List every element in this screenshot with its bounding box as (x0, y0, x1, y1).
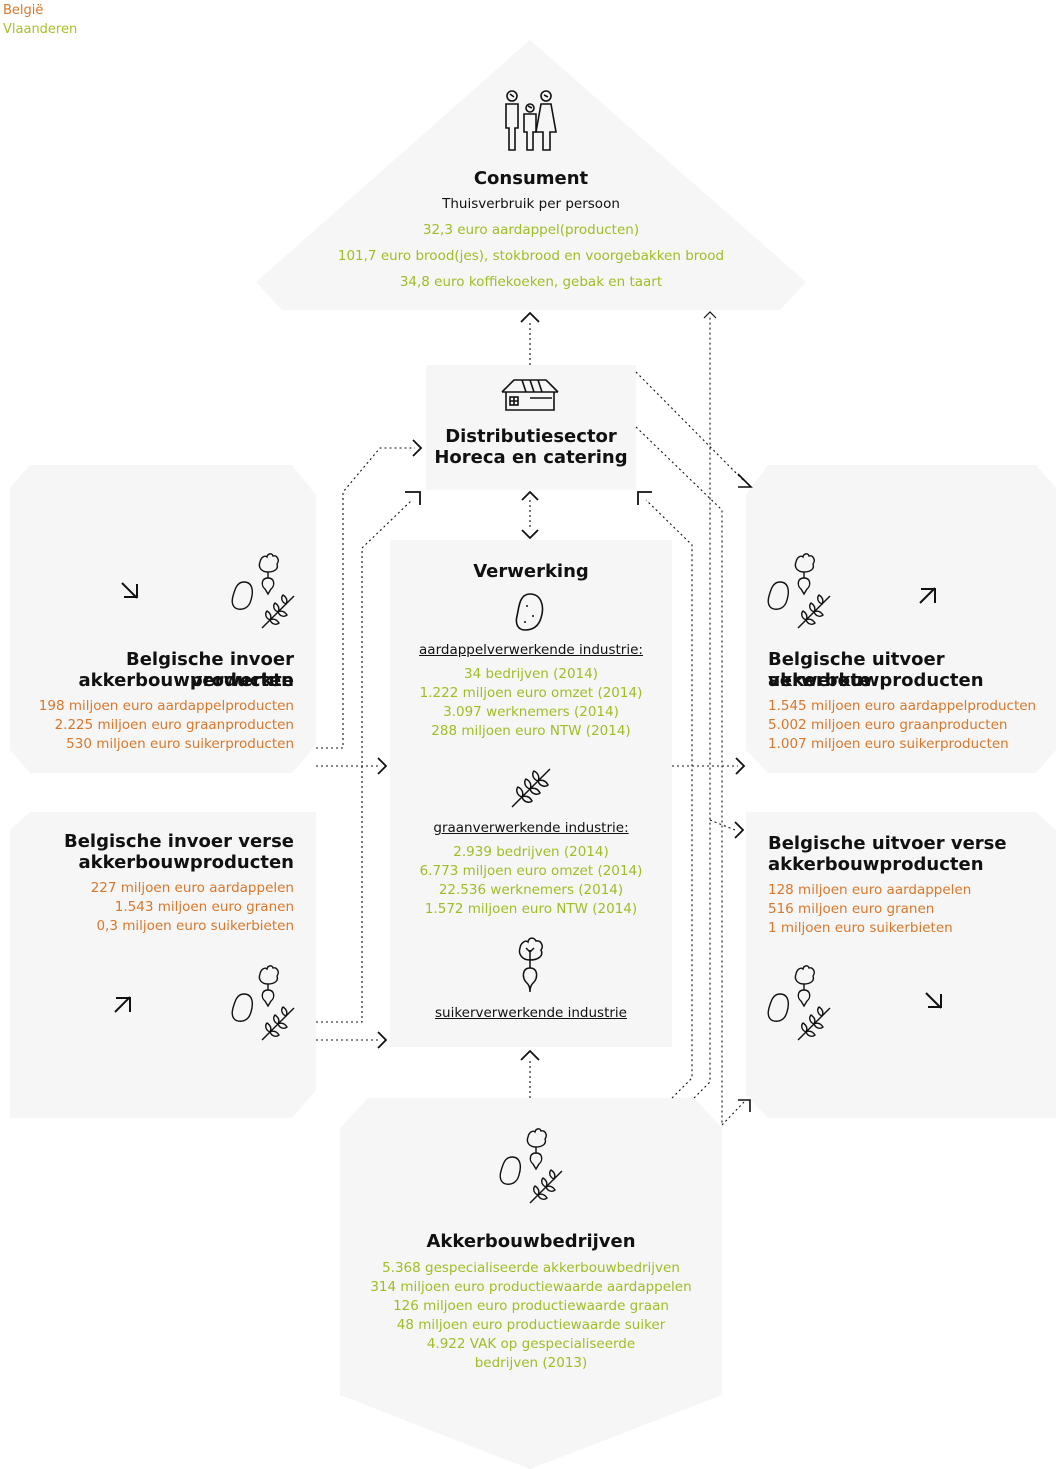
export-processed-line: 1.545 miljoen euro aardappelproducten (768, 698, 1037, 714)
export-processed-line: 1.007 miljoen euro suikerproducten (768, 736, 1009, 752)
import-processed-line: 530 miljoen euro suikerproducten (66, 736, 294, 752)
sugar-industry-heading: suikerverwerkende industrie (434, 1005, 627, 1021)
grain-industry-line: 1.572 miljoen euro NTW (2014) (424, 901, 638, 917)
crops-icon (499, 1128, 563, 1204)
distribution-line1: Distributiesector (445, 426, 617, 447)
consumer-line: 101,7 euro brood(jes), stokbrood en voor… (337, 248, 725, 264)
potato-industry-line: 34 bedrijven (2014) (464, 666, 598, 682)
farms-line: 4.922 VAK op gespecialiseerde (426, 1336, 636, 1352)
import-fresh-shape (10, 812, 316, 1118)
farms-shape (340, 1098, 722, 1469)
export-fresh-title: akkerbouwproducten (768, 854, 984, 875)
export-processed-title: akkerbouwproducten (768, 670, 984, 691)
export-fresh-shape (746, 812, 1056, 1118)
connectors (316, 315, 746, 1126)
grain-industry-line: 6.773 miljoen euro omzet (2014) (419, 863, 643, 879)
export-processed-title: Belgische uitvoer verwerkte (768, 649, 945, 691)
legend-belgie: België (3, 3, 44, 18)
potato-industry-line: 3.097 werknemers (2014) (443, 704, 619, 720)
export-fresh-title: Belgische uitvoer verse (768, 833, 1007, 854)
consumer-shape (256, 40, 806, 310)
consumer-line: 34,8 euro koffiekoeken, gebak en taart (399, 274, 663, 290)
import-processed-line: 198 miljoen euro aardappelproducten (38, 698, 294, 714)
import-fresh-line: 0,3 miljoen euro suikerbieten (96, 918, 294, 934)
grain-industry-line: 22.536 werknemers (2014) (438, 882, 624, 898)
shop-icon (501, 379, 559, 411)
distribution-shape (426, 365, 636, 490)
farms-title: Akkerbouwbedrijven (426, 1231, 636, 1252)
import-fresh-line: 227 miljoen euro aardappelen (90, 880, 294, 896)
export-processed-shape (746, 465, 1056, 773)
import-processed-title: akkerbouwproducten (78, 670, 294, 691)
farms-line: 126 miljoen euro productiewaarde graan (393, 1298, 669, 1314)
potato-industry-heading: aardappelverwerkende industrie: (419, 642, 643, 658)
consumer-subtitle: Thuisverbruik per persoon (442, 196, 620, 212)
import-processed-line: 2.225 miljoen euro graanproducten (54, 717, 294, 733)
import-fresh-title: akkerbouwproducten (78, 852, 294, 873)
sugar-beet-icon (518, 937, 543, 993)
grain-industry-heading: graanverwerkende industrie: (433, 820, 629, 836)
potato-industry-line: 288 miljoen euro NTW (2014) (431, 723, 631, 739)
consumer-title: Consument (473, 168, 589, 189)
import-processed-title: Belgische invoer verwerkte (126, 649, 294, 691)
crops-icon (231, 965, 295, 1041)
potato-industry-line: 1.222 miljoen euro omzet (2014) (419, 685, 643, 701)
import-fresh-title: Belgische invoer verse (63, 831, 294, 852)
farms-line: 5.368 gespecialiseerde akkerbouwbedrijve… (382, 1260, 680, 1276)
import-processed-shape (10, 465, 316, 773)
arrow-icon (114, 311, 942, 1112)
processing-title: Verwerking (473, 561, 589, 582)
wheat-icon (511, 768, 551, 808)
crops-icon (767, 553, 831, 629)
grain-industry-line: 2.939 bedrijven (2014) (453, 844, 609, 860)
potato-icon (515, 593, 544, 631)
distribution-line2: Horeca en catering (434, 447, 628, 468)
consumer-line: 32,3 euro aardappel(producten) (422, 222, 640, 238)
export-fresh-line: 516 miljoen euro granen (768, 901, 935, 917)
export-fresh-line: 1 miljoen euro suikerbieten (768, 920, 953, 936)
crops-icon (231, 553, 295, 629)
farms-line: 314 miljoen euro productiewaarde aardapp… (370, 1279, 692, 1295)
farms-line: 48 miljoen euro productiewaarde suiker (396, 1317, 666, 1333)
export-processed-line: 5.002 miljoen euro graanproducten (768, 717, 1008, 733)
crops-icon (767, 965, 831, 1041)
import-fresh-line: 1.543 miljoen euro granen (114, 899, 294, 915)
export-fresh-line: 128 miljoen euro aardappelen (768, 882, 972, 898)
processing-shape (390, 540, 672, 1047)
legend-vlaanderen: Vlaanderen (3, 22, 78, 37)
farms-line: bedrijven (2013) (474, 1355, 588, 1371)
family-icon (505, 90, 557, 151)
